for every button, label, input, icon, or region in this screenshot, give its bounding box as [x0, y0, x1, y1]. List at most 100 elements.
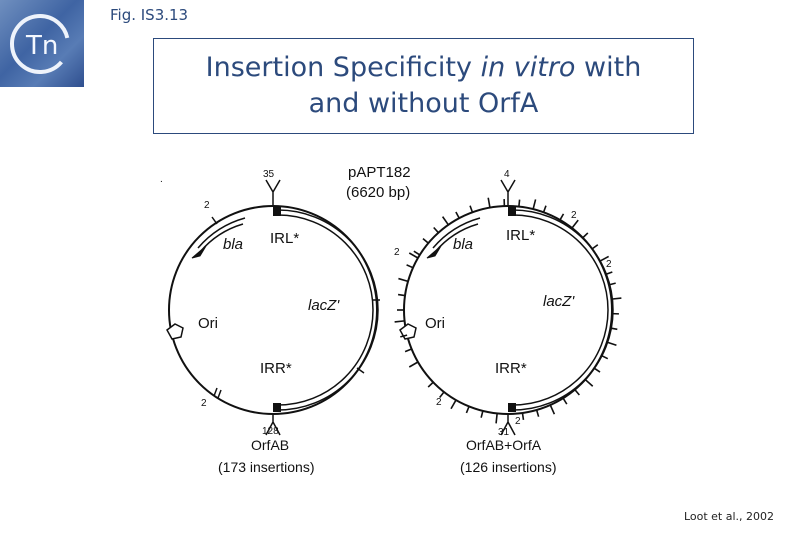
right-tick: [433, 226, 440, 234]
left-small-2b: 2: [201, 398, 207, 409]
right-label-ori: Ori: [425, 315, 445, 332]
right-insertions: (126 insertions): [460, 459, 557, 475]
citation: Loot et al., 2002: [683, 510, 774, 523]
right-tick: [480, 410, 484, 418]
left-label-bla: bla: [223, 236, 243, 253]
right-tick: [521, 412, 525, 421]
tn-logo: Tn: [0, 0, 84, 87]
right-bottom-count: 31: [498, 427, 510, 438]
left-top-count: 35: [263, 169, 275, 180]
logo-emblem: Tn: [10, 14, 70, 74]
plasmid-diagram: pAPT182 (6620 bp) . 35 2 2 bla IRL* lacZ…: [160, 164, 622, 475]
right-tick: [450, 399, 457, 410]
right-tick: [408, 252, 419, 259]
right-irr-box: [508, 403, 516, 412]
right-label-bla: bla: [453, 236, 473, 253]
right-tick: [397, 293, 406, 297]
left-insertions: (173 insertions): [218, 459, 315, 475]
title-box: Insertion Specificity in vitro with and …: [153, 38, 694, 134]
left-ori-marker: [166, 323, 184, 340]
right-plasmid-map: 4 2 2 2 2 2 bla IRL* lacZ' Ori IRR* 31 O…: [394, 169, 622, 475]
plasmid-name: pAPT182: [348, 164, 411, 181]
right-tick: [582, 232, 589, 239]
right-tick: [559, 213, 565, 221]
left-irl-box: [273, 207, 281, 216]
right-tick: [610, 327, 618, 331]
right-bottom-site: [500, 414, 516, 436]
right-small-2a: 2: [571, 210, 577, 221]
left-tick: [211, 216, 218, 225]
left-tick: [217, 389, 222, 399]
left-lacz-arc-inner: [277, 214, 374, 406]
title-italic: in vitro: [480, 51, 576, 83]
right-small-2d: 2: [436, 397, 442, 408]
right-insertion-ticks: [394, 197, 622, 424]
right-tick: [532, 199, 537, 210]
left-label-lacz: lacZ': [308, 297, 340, 314]
left-tick: [213, 387, 218, 397]
right-tick: [422, 238, 429, 244]
right-tick: [574, 389, 580, 396]
left-condition: OrfAB: [251, 437, 289, 453]
right-top-site: [500, 179, 516, 206]
right-lacz-arc: [512, 209, 614, 411]
right-label-lacz: lacZ': [543, 293, 575, 310]
slide-title: Insertion Specificity in vitro with and …: [206, 50, 642, 123]
right-tick: [599, 255, 610, 262]
right-tick: [398, 277, 409, 283]
right-small-2e: 2: [515, 416, 521, 427]
right-tick: [549, 404, 556, 415]
right-tick: [469, 205, 474, 213]
left-bottom-site: [265, 414, 281, 436]
right-tick: [542, 205, 547, 213]
right-tick: [608, 282, 616, 286]
right-tick: [601, 354, 609, 360]
right-condition: OrfAB+OrfA: [466, 437, 542, 453]
right-top-count: 4: [504, 169, 510, 180]
right-irl-box: [508, 207, 516, 216]
left-lacz-arc: [277, 209, 379, 411]
title-part2: with: [575, 51, 642, 83]
right-tick: [487, 197, 491, 208]
plasmid-size: (6620 bp): [346, 184, 410, 201]
left-plasmid-map: 35 2 2 bla IRL* lacZ' Ori IRR* 128 OrfAB…: [166, 169, 380, 475]
left-irr-box: [273, 403, 281, 412]
left-bottom-count: 128: [262, 426, 279, 437]
right-tick: [605, 271, 613, 276]
right-tick: [465, 406, 470, 414]
right-tick: [439, 391, 445, 398]
right-small-2b: 2: [606, 259, 612, 270]
right-tick: [584, 378, 594, 387]
right-tick: [408, 361, 419, 368]
right-tick: [406, 264, 414, 269]
right-lacz-arc-inner: [512, 214, 609, 406]
right-tick: [427, 381, 434, 388]
title-line2: and without OrfA: [308, 88, 539, 119]
right-tick: [413, 250, 421, 256]
right-tick: [593, 367, 601, 373]
right-tick: [611, 297, 622, 300]
right-bla-arrow: [432, 217, 481, 249]
right-bla-arrowhead: [426, 245, 442, 259]
title-part1: Insertion Specificity: [205, 51, 481, 83]
right-label-irr: IRR*: [495, 360, 527, 377]
right-tick: [562, 397, 568, 405]
right-tick: [404, 348, 412, 353]
right-tick: [495, 413, 498, 424]
right-tick: [606, 341, 617, 346]
left-bla-arrowhead: [191, 245, 207, 259]
left-label-irl: IRL*: [270, 230, 299, 247]
right-small-2c: 2: [394, 247, 400, 258]
right-tick: [571, 219, 579, 229]
right-tick: [535, 409, 540, 417]
figure-label: Fig. IS3.13: [110, 6, 189, 24]
right-tick: [441, 216, 450, 226]
left-top-site: [265, 179, 281, 206]
right-tick: [455, 211, 460, 219]
left-tick: [356, 367, 365, 374]
right-tick: [400, 334, 408, 338]
left-label-ori: Ori: [198, 315, 218, 332]
right-tick: [591, 244, 599, 250]
logo-text: Tn: [25, 31, 58, 61]
right-tick: [518, 199, 521, 207]
